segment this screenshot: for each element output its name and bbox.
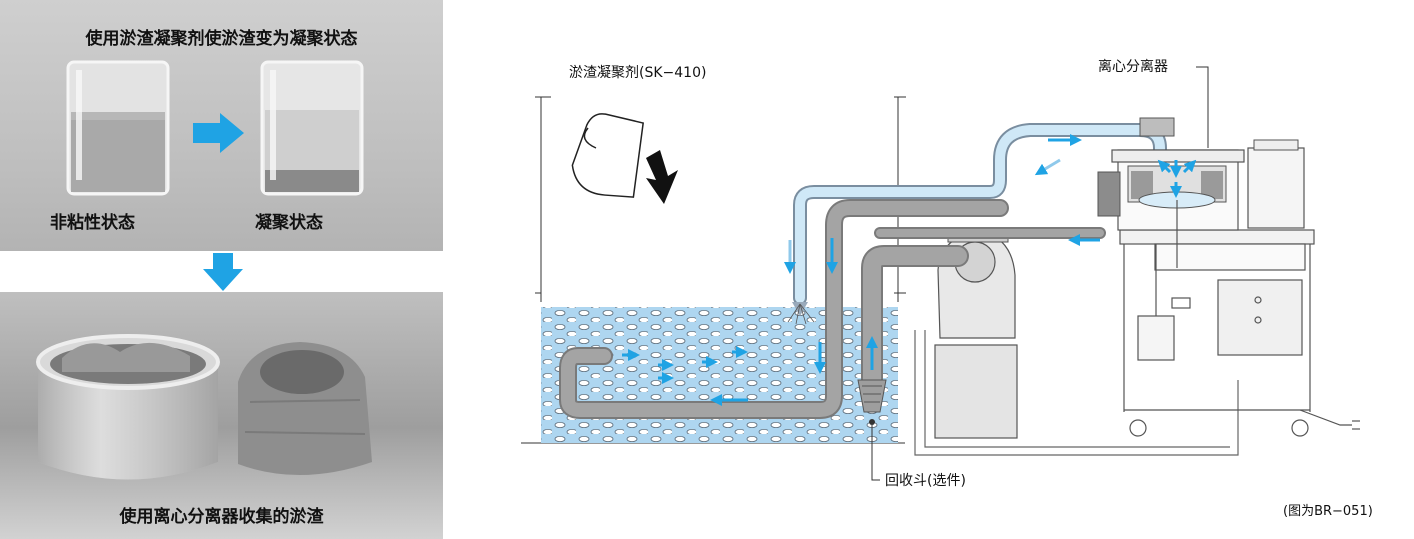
separator-caption: 使用离心分离器收集的淤渣: [119, 507, 324, 527]
bottom-photo-panel: [0, 292, 443, 539]
coagulant-label: 淤渣凝聚剂(SK−410): [569, 65, 707, 81]
beaker-left: [66, 60, 170, 196]
spray-nozzle: [787, 303, 815, 325]
centrifugal-separator: [1097, 117, 1305, 268]
sludge-block: [238, 342, 372, 476]
hopper-label: 回收斗(选件): [885, 473, 966, 489]
pour-arrow-icon: [646, 150, 678, 204]
separator-drum: [36, 334, 220, 480]
drain-lines: [914, 330, 1239, 456]
down-arrow-icon: [203, 253, 243, 291]
right-arrow-icon: [193, 113, 244, 153]
beaker-photo: [66, 60, 364, 196]
photo-title: 使用淤渣凝聚剂使淤渣变为凝聚状态: [85, 29, 358, 49]
separator-stand: [1119, 229, 1360, 437]
non-sticky-label: 非粘性状态: [50, 213, 135, 233]
hopper: [857, 379, 887, 481]
coagulant-jug-icon: [571, 113, 645, 198]
separator-leader-line: [1196, 66, 1209, 148]
sludge-photo: [36, 334, 372, 480]
sludge-system-diagram: [521, 66, 1360, 481]
coagulated-label: 凝聚状态: [255, 213, 323, 233]
separator-label: 离心分离器: [1098, 59, 1168, 75]
suction-pipe: [559, 199, 1106, 419]
figure-note: (图为BR−051): [1283, 504, 1373, 519]
flow-arrows: [622, 134, 1197, 406]
beaker-right: [260, 60, 364, 196]
top-photo-panel: 使用淤渣凝聚剂使淤渣变为凝聚状态 非粘性状态 凝聚状态: [0, 0, 443, 251]
